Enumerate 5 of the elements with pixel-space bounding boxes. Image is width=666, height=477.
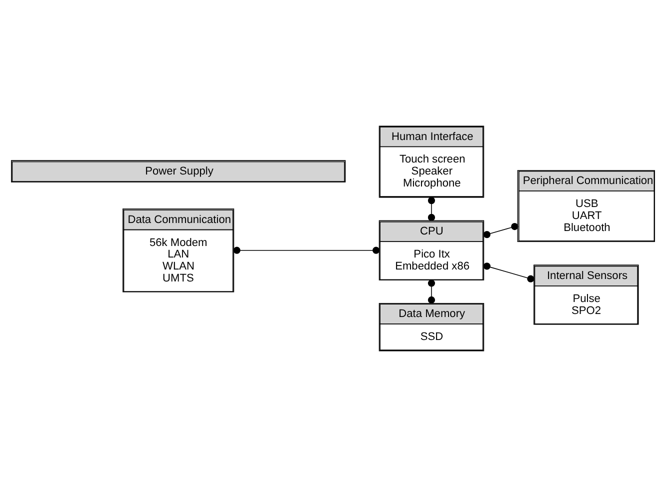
connector (483, 262, 534, 282)
connector (483, 222, 518, 238)
connector (233, 246, 380, 254)
connector (428, 196, 436, 221)
connector (428, 280, 436, 304)
